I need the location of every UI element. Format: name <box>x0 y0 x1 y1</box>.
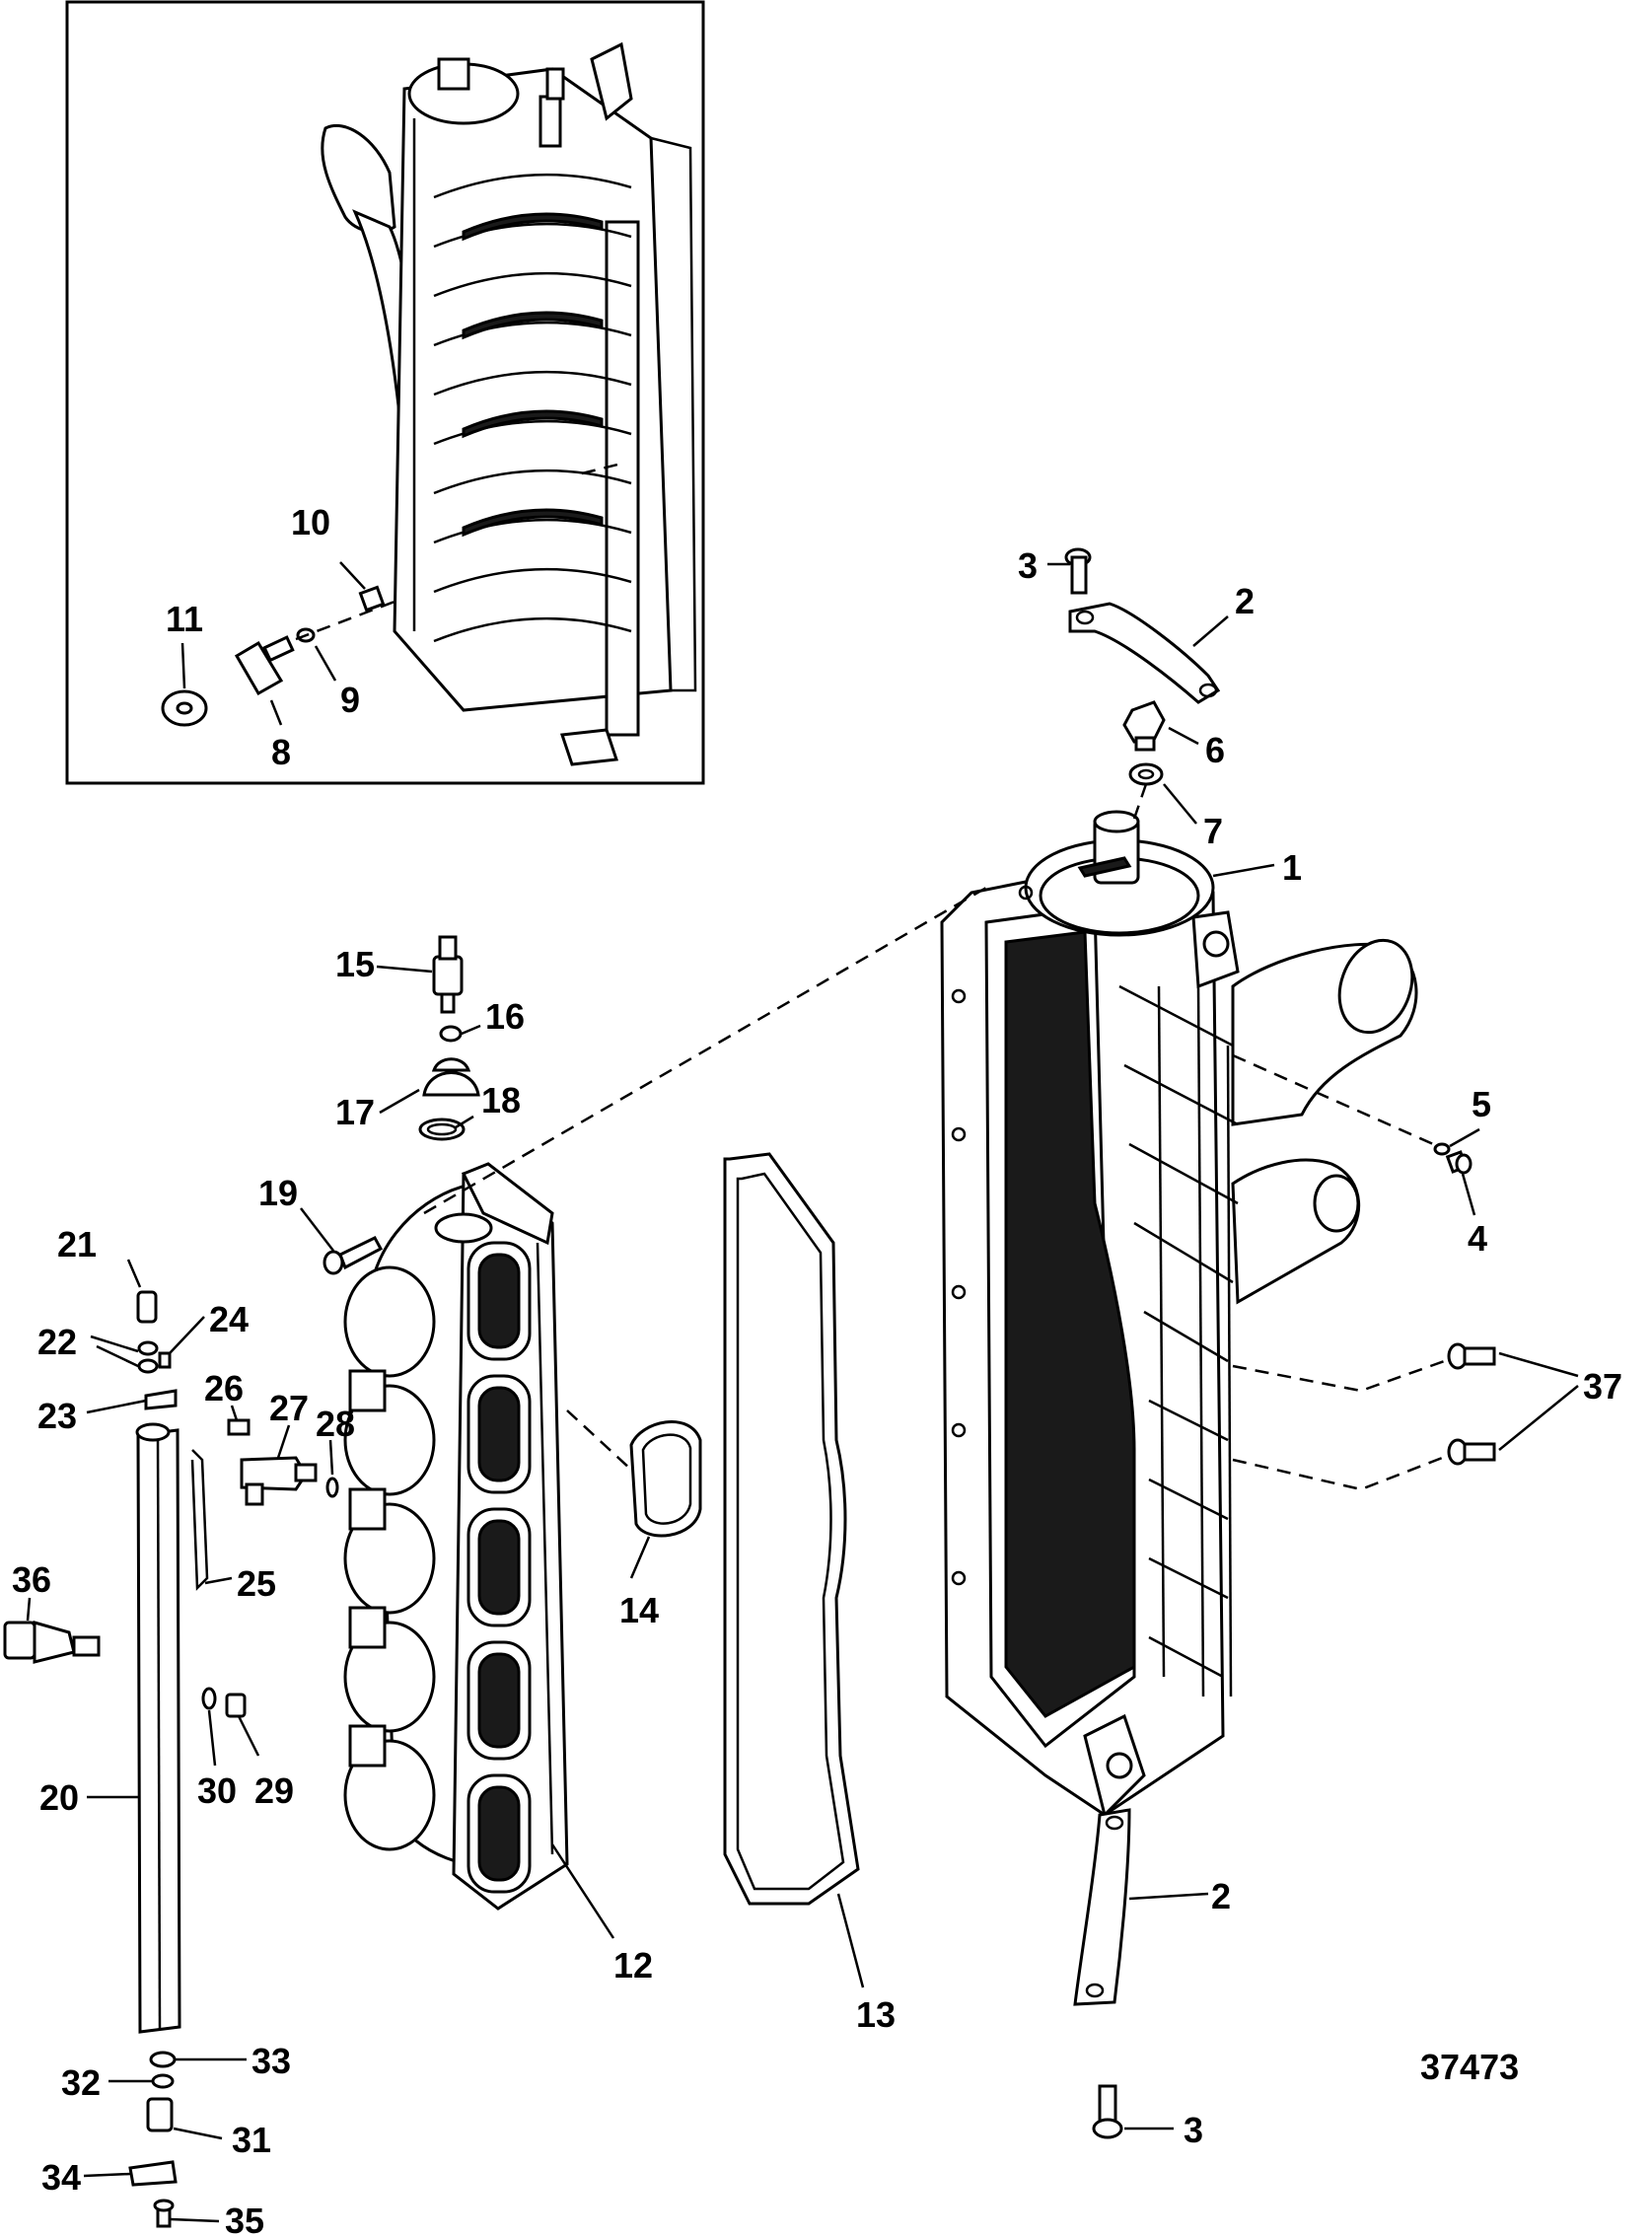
part-8-fitting <box>234 635 295 696</box>
part-1-rib-grid <box>1118 984 1239 1697</box>
part-7-washer <box>1128 762 1164 786</box>
callout-34: 34 <box>41 2157 81 2198</box>
part-19-bolt <box>323 1236 384 1275</box>
inset-dash-line-2 <box>581 462 622 475</box>
callout-31: 31 <box>232 2120 271 2160</box>
part-21-fitting <box>136 1290 158 1324</box>
callout-18: 18 <box>481 1080 521 1120</box>
callout-17: 17 <box>335 1092 375 1132</box>
callout-2-top: 2 <box>1235 581 1255 621</box>
callout-8: 8 <box>271 732 291 772</box>
part-37-bolt-upper <box>1447 1342 1496 1370</box>
part-13-gasket <box>723 1152 860 1906</box>
callout-37: 37 <box>1583 1366 1622 1407</box>
figure-number: 37473 <box>1420 2047 1519 2087</box>
inset-manifold-assembly <box>321 41 697 766</box>
callout-33: 33 <box>251 2041 291 2081</box>
callout-9: 9 <box>340 680 360 720</box>
part-23-clip <box>144 1389 178 1410</box>
part-17-grommet <box>422 1057 480 1097</box>
callout-labels: 3 2 6 7 1 5 4 37 2 3 15 16 17 18 19 21 2… <box>12 545 1622 2238</box>
part-26-screw <box>227 1418 251 1436</box>
callout-26: 26 <box>204 1368 244 1408</box>
part-32-oring <box>151 2073 175 2089</box>
part-31-fitting <box>146 2097 174 2132</box>
part-12-manifold <box>343 1162 569 1911</box>
callout-2-bottom: 2 <box>1211 1876 1231 1916</box>
part-6-plug <box>1122 700 1166 752</box>
part-34-clip <box>128 2160 178 2187</box>
part-3-bolt-top <box>1064 547 1092 595</box>
callout-3-top: 3 <box>1018 545 1038 586</box>
part-27-injector <box>240 1456 318 1506</box>
callout-23: 23 <box>37 1396 77 1436</box>
part-14-dash-line <box>566 1409 632 1471</box>
part-37-dash-upper <box>1232 1357 1451 1393</box>
part-37-dash-lower <box>1232 1453 1451 1491</box>
part-16-nut <box>439 1025 463 1043</box>
callout-6: 6 <box>1205 730 1225 770</box>
part-33-oring <box>149 2051 177 2068</box>
part-29-plug <box>225 1693 247 1718</box>
callout-32: 32 <box>61 2062 101 2103</box>
part-18-clamp <box>418 1118 466 1141</box>
part-5-oring <box>1433 1142 1451 1156</box>
part-2-strap-bottom <box>1073 1808 1131 2006</box>
plug-dash-line <box>1132 783 1148 820</box>
part-12-dash-line <box>423 886 987 1215</box>
callout-20: 20 <box>39 1777 79 1818</box>
inset-view: 10 11 8 9 <box>65 0 705 785</box>
callout-27: 27 <box>269 1388 309 1428</box>
part-24-screw <box>158 1351 172 1369</box>
callout-36: 36 <box>12 1559 51 1600</box>
callout-30: 30 <box>197 1770 237 1811</box>
part-12-ports <box>467 1241 532 1894</box>
part-36-sensor <box>3 1621 101 1664</box>
callout-14: 14 <box>619 1590 659 1630</box>
part-14-seal <box>629 1420 702 1538</box>
inset-ribs <box>433 173 632 643</box>
callout-12: 12 <box>613 1945 653 1985</box>
callout-16: 16 <box>485 996 525 1037</box>
callout-5: 5 <box>1472 1084 1491 1124</box>
callout-1: 1 <box>1282 847 1302 888</box>
callout-15: 15 <box>335 944 375 984</box>
callout-7: 7 <box>1203 811 1223 851</box>
part-10-bolt <box>358 585 386 613</box>
callout-35: 35 <box>225 2201 264 2238</box>
callout-10: 10 <box>291 502 330 542</box>
callout-25: 25 <box>237 1563 276 1604</box>
part-11-washer <box>161 689 208 727</box>
part-15-sensor <box>432 935 464 1014</box>
part-25-gasket <box>190 1449 209 1591</box>
part-37-bolt-lower <box>1447 1438 1496 1466</box>
part-3-bolt-bottom <box>1092 2084 1123 2139</box>
callout-13: 13 <box>856 1994 896 2035</box>
inset-dash-line <box>295 600 395 641</box>
callout-28: 28 <box>316 1404 355 1444</box>
part-2-strap-top <box>1068 602 1221 704</box>
callout-22: 22 <box>37 1322 77 1362</box>
callout-4: 4 <box>1468 1218 1487 1259</box>
leader-lines <box>26 562 1579 2223</box>
callout-19: 19 <box>258 1173 298 1213</box>
callout-21: 21 <box>57 1224 97 1264</box>
part-35-screw <box>153 2199 175 2228</box>
callout-29: 29 <box>254 1770 294 1811</box>
part-1-intercooler-housing <box>940 810 1418 1818</box>
part-4-bolt <box>1445 1150 1472 1175</box>
part-22-orings <box>137 1340 159 1374</box>
part-28-oring <box>325 1477 339 1498</box>
part-20-fuel-rail <box>135 1422 181 2034</box>
part-4-dash-line <box>1232 1053 1441 1149</box>
part-30-oring <box>201 1687 217 1710</box>
callout-11: 11 <box>166 599 203 639</box>
callout-24: 24 <box>209 1299 249 1339</box>
callout-3-bottom: 3 <box>1184 2110 1203 2150</box>
